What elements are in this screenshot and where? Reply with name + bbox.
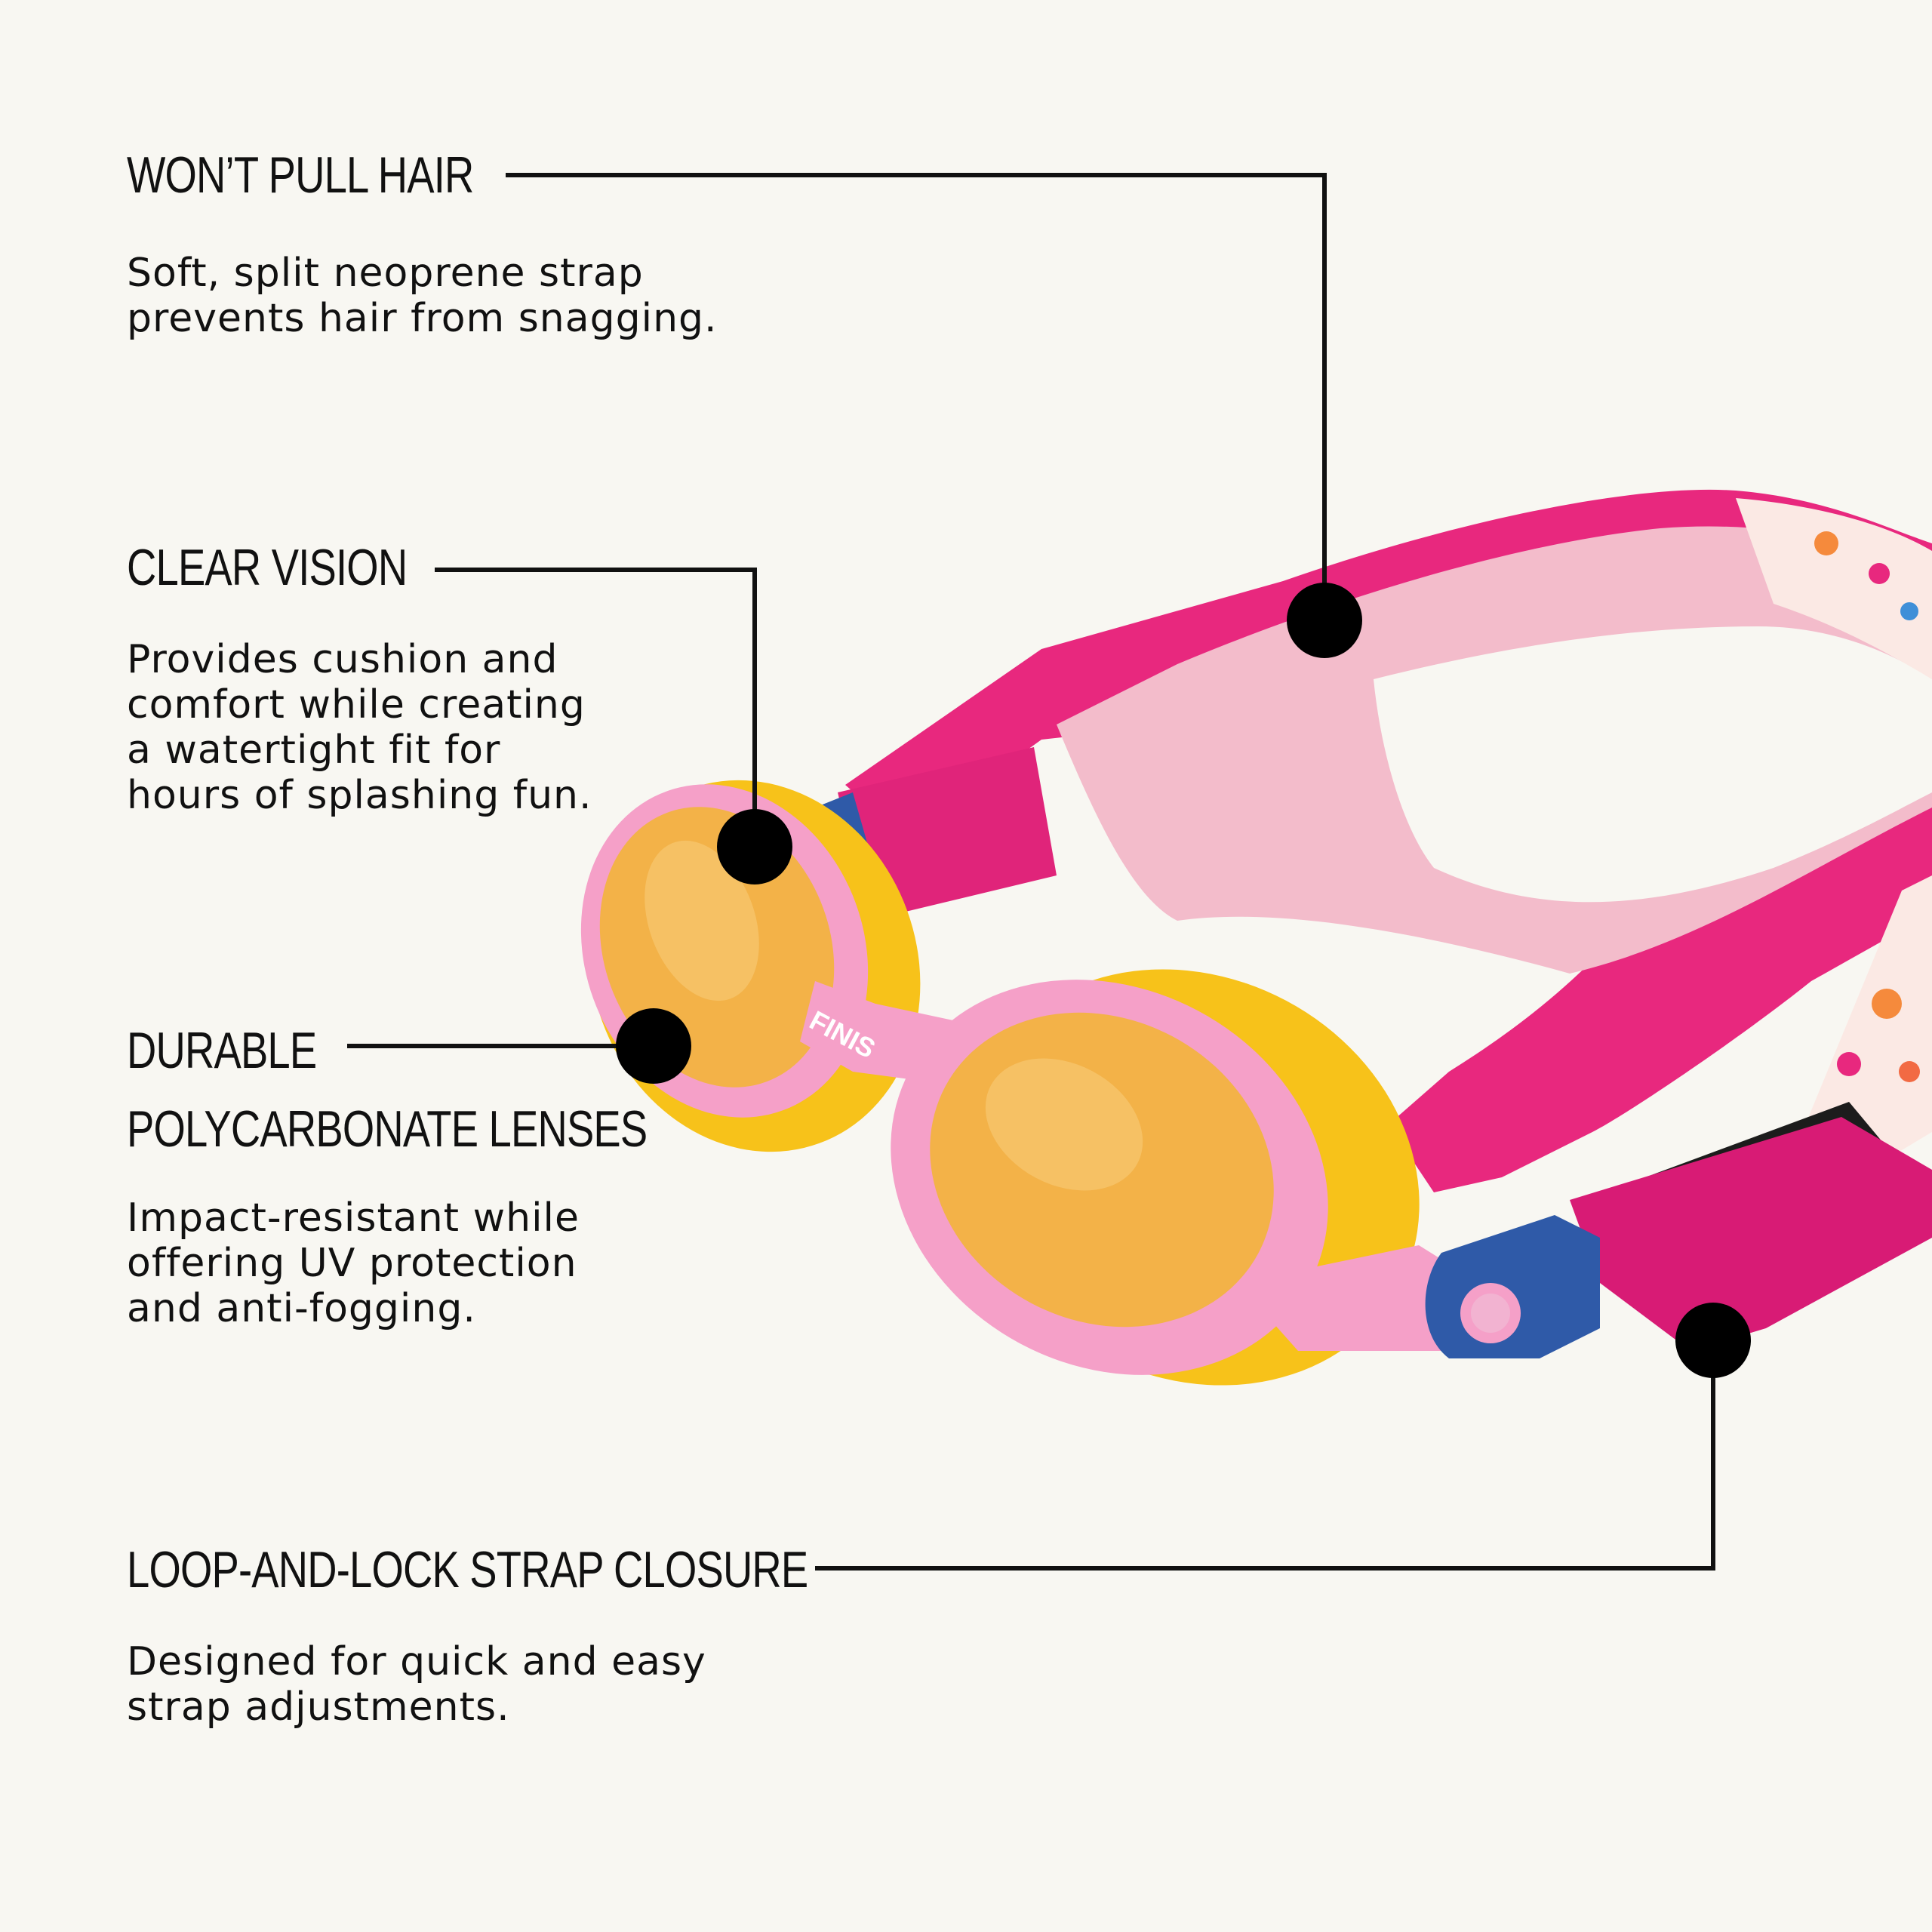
feature-description: Provides cushion and comfort while creat… (127, 637, 592, 818)
feature-title: DURABLE POLYCARBONATE LENSES (127, 1022, 648, 1158)
feature-title: WON’T PULL HAIR (127, 146, 474, 204)
loop-and-lock-buckle (1425, 1215, 1600, 1358)
callout-dot (1675, 1303, 1751, 1378)
feature-strap-closure: LOOP-AND-LOCK STRAP CLOSURE Designed for… (127, 1531, 978, 1730)
split-neoprene-strap (815, 489, 1932, 1351)
callout-dot (616, 1008, 691, 1084)
callout-clear-vision (435, 568, 792, 884)
feature-durable-lenses: DURABLE POLYCARBONATE LENSES Impact-resi… (127, 1011, 777, 1331)
feature-description: Impact-resistant while offering UV prote… (127, 1195, 580, 1331)
callout-durable-lenses (347, 1008, 691, 1084)
feature-wont-pull-hair: WON’T PULL HAIR Soft, split neoprene str… (127, 136, 718, 341)
callout-won-t-pull-hair (506, 173, 1362, 658)
feature-title: LOOP-AND-LOCK STRAP CLOSURE (127, 1541, 808, 1598)
callout-dot (1287, 583, 1362, 658)
feature-clear-vision: CLEAR VISION Provides cushion and comfor… (127, 528, 592, 818)
feature-description: Soft, split neoprene strap prevents hair… (127, 251, 718, 341)
callout-dot (717, 809, 792, 884)
feature-title: CLEAR VISION (127, 539, 408, 596)
right-eyepiece (891, 969, 1487, 1386)
feature-description: Designed for quick and easy strap adjust… (127, 1639, 706, 1730)
callout-strap-closure (815, 1303, 1751, 1571)
